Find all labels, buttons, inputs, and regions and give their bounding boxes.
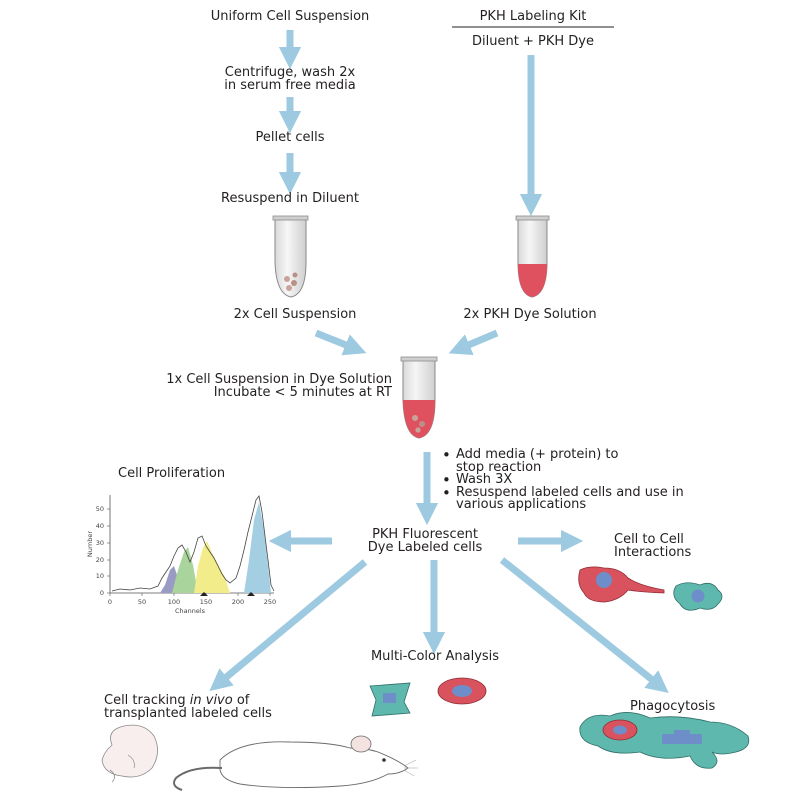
- cell-suspension-tube: [272, 215, 309, 298]
- y-tick-10: 10: [96, 572, 104, 580]
- cell-interaction-illustration: [578, 566, 723, 611]
- arrow-to-phagocytosis: [499, 557, 669, 693]
- app-phagocytosis: Phagocytosis: [630, 699, 716, 714]
- mouse-illustration: [173, 735, 418, 791]
- combined-line2: Incubate < 5 minutes at RT: [213, 385, 392, 400]
- step-centrifuge-line2: in serum free media: [224, 78, 356, 93]
- histogram-trace: [111, 495, 275, 592]
- app-multicolor: Multi-Color Analysis: [370, 649, 500, 664]
- multicolor-illustration: [369, 677, 487, 717]
- app-proliferation: Cell Proliferation: [118, 466, 226, 481]
- peak-blue: [244, 502, 271, 593]
- phagocytosis-illustration: [579, 712, 750, 769]
- step-pellet: Pellet cells: [255, 130, 325, 145]
- peak-yellow: [194, 541, 230, 593]
- embryo-illustration: [101, 724, 158, 783]
- step-uniform-suspension: Uniform Cell Suspension: [210, 9, 370, 24]
- label-cell-suspension-2x: 2x Cell Suspension: [233, 307, 357, 322]
- kit-title: PKH Labeling Kit: [479, 9, 587, 24]
- labeled-cells-line1: PKH Fluorescent: [372, 527, 478, 542]
- x-tick-0: 0: [108, 598, 112, 606]
- y-tick-20: 20: [96, 556, 104, 564]
- x-tick-50: 50: [138, 598, 146, 606]
- y-tick-0: 0: [100, 589, 104, 597]
- labeled-cells-line2: Dye Labeled cells: [367, 540, 483, 555]
- combined-tube: [400, 356, 438, 439]
- histogram-y-label: Number: [86, 531, 94, 557]
- y-tick-50: 50: [96, 505, 104, 513]
- kit-contents: Diluent + PKH Dye: [472, 34, 594, 49]
- y-tick-30: 30: [96, 539, 104, 547]
- app-interactions-line2: Interactions: [614, 545, 692, 560]
- step-centrifuge-line1: Centrifuge, wash 2x: [224, 65, 356, 80]
- app-tracking-line1: Cell tracking in vivo of: [104, 693, 250, 708]
- x-tick-100: 100: [168, 598, 180, 606]
- post-step-wash: Wash 3X: [442, 473, 772, 487]
- arrow-dye-to-combined: [448, 329, 499, 355]
- proliferation-histogram: 0 50 100 150 200 250 0 10 20 30 40 50 Ch…: [86, 495, 276, 615]
- post-step-resuspend: Resuspend labeled cells and use invariou…: [442, 486, 772, 512]
- histogram-x-label: Channels: [175, 607, 206, 615]
- arrow-cells-to-combined: [314, 329, 367, 356]
- dye-solution-tube: [515, 215, 550, 298]
- x-tick-250: 250: [264, 598, 276, 606]
- y-tick-40: 40: [96, 522, 104, 530]
- peak-green: [172, 547, 198, 593]
- app-tracking-line2: transplanted labeled cells: [104, 706, 272, 721]
- x-tick-150: 150: [200, 598, 212, 606]
- label-dye-solution-2x: 2x PKH Dye Solution: [463, 307, 597, 322]
- combined-line1: 1x Cell Suspension in Dye Solution: [166, 372, 392, 387]
- app-interactions-line1: Cell to Cell: [614, 532, 684, 547]
- step-resuspend: Resuspend in Diluent: [221, 191, 359, 206]
- arrow-to-tracking: [209, 559, 368, 692]
- x-tick-200: 200: [232, 598, 244, 606]
